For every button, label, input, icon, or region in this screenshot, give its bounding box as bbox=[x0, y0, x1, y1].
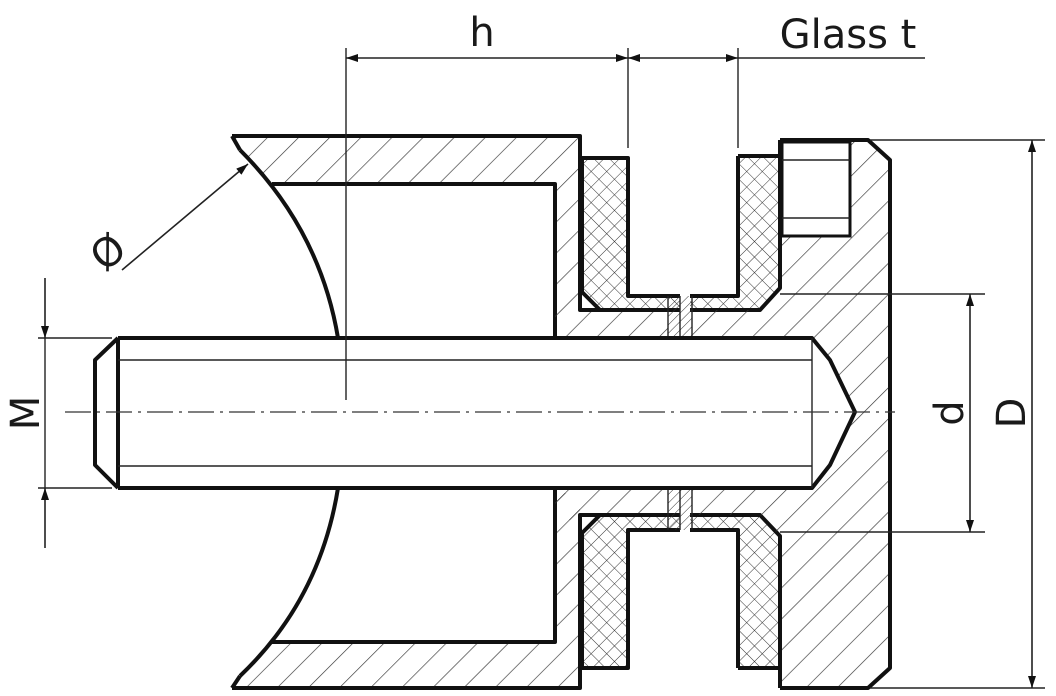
label-d: d bbox=[927, 400, 973, 425]
label-diameter: Ø bbox=[82, 225, 136, 280]
threaded-stud bbox=[93, 336, 857, 490]
saddle-curve bbox=[238, 148, 340, 339]
cap-body bbox=[692, 138, 892, 690]
center-tube bbox=[667, 296, 693, 530]
gasket-right bbox=[690, 154, 782, 670]
label-glass-t: Glass t bbox=[780, 12, 917, 58]
dimension-lines bbox=[38, 48, 1045, 689]
saddle-top-wall bbox=[232, 136, 580, 295]
label-m: M bbox=[3, 396, 49, 431]
label-D: D bbox=[989, 398, 1035, 429]
gasket-left bbox=[580, 156, 680, 670]
set-screw bbox=[780, 140, 852, 238]
saddle-bottom-wall bbox=[232, 493, 580, 688]
label-h: h bbox=[469, 10, 494, 56]
saddle-body bbox=[230, 134, 582, 690]
